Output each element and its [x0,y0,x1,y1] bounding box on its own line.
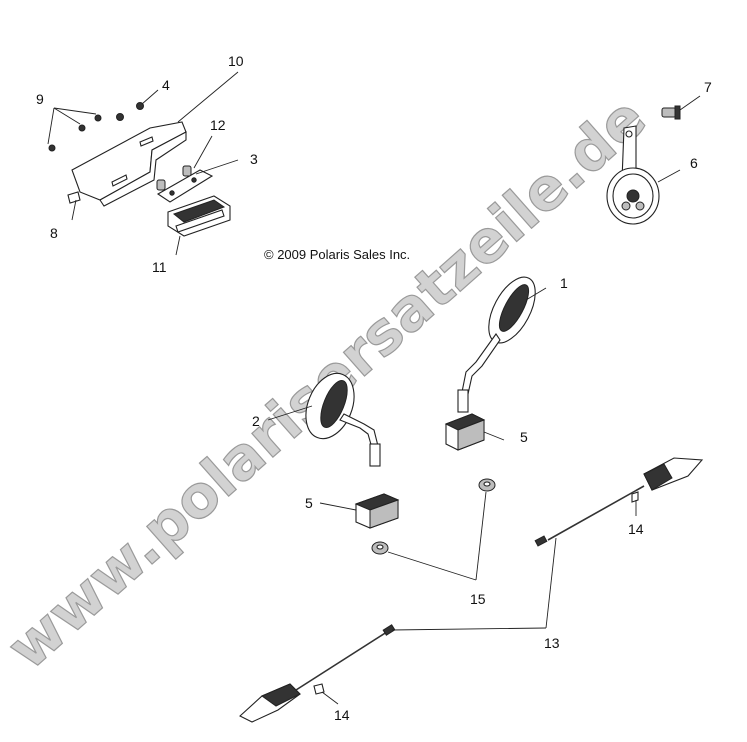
horn-assembly [606,105,681,225]
callout-14b: 14 [334,707,350,723]
license-bracket-assembly [48,102,231,237]
leader-lines [47,71,701,705]
nuts [371,478,496,555]
mirror-clamp-lower [354,493,400,529]
callout-6: 6 [690,155,698,171]
callout-1: 1 [560,275,568,291]
callout-5b: 5 [305,495,313,511]
callout-10: 10 [228,53,244,69]
callout-4: 4 [162,77,170,93]
callout-3: 3 [250,151,258,167]
copyright-text: © 2009 Polaris Sales Inc. [264,247,410,262]
callout-5a: 5 [520,429,528,445]
turn-signal-right [534,457,704,547]
callout-labels: 1 2 3 4 5 5 6 7 8 9 10 11 12 13 14 14 15 [36,53,712,723]
callout-12: 12 [210,117,226,133]
mirror-right [457,276,536,413]
callout-11: 11 [152,259,167,275]
callout-9: 9 [36,91,44,107]
turn-signal-left [239,624,396,723]
callout-13: 13 [544,635,560,651]
callout-7: 7 [704,79,712,95]
callout-14a: 14 [628,521,644,537]
mirror-left [305,372,381,467]
callout-15: 15 [470,591,486,607]
mirror-clamp-upper [444,413,486,451]
callout-8: 8 [50,225,58,241]
callout-2: 2 [252,413,260,429]
